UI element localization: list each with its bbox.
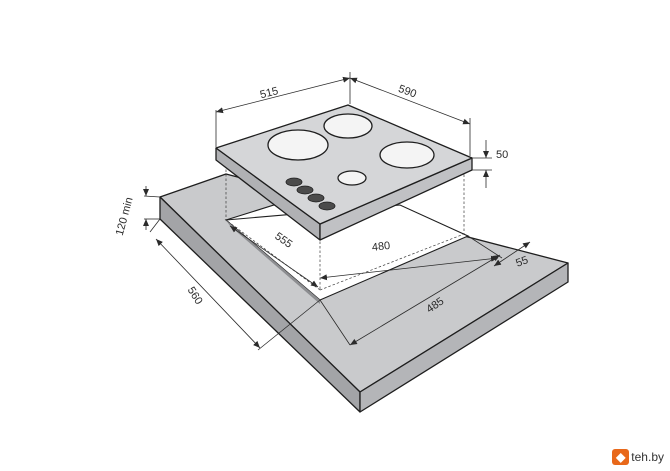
burner-front-right <box>379 141 435 169</box>
dim-clearance: 120 min <box>114 196 136 237</box>
dim-worktop-depth: 560 <box>185 285 205 307</box>
dim-cutout-width: 480 <box>371 240 391 254</box>
dimension-lines <box>143 72 531 351</box>
burner-front-small <box>337 170 367 186</box>
dim-hob-depth: 590 <box>397 83 418 101</box>
hob <box>215 104 473 241</box>
control-knob-1 <box>285 177 303 187</box>
dim-front-offset: 55 <box>514 254 530 269</box>
watermark-logo-icon: ◆ <box>612 449 630 465</box>
control-knob-3 <box>307 193 325 203</box>
watermark: ◆ teh.by <box>612 449 664 465</box>
control-knob-2 <box>296 185 314 195</box>
control-knob-4 <box>318 201 336 211</box>
watermark-brand: teh.by <box>631 450 664 464</box>
burner-rear-left <box>267 129 329 161</box>
dim-hob-height: 50 <box>496 149 508 161</box>
dim-hob-width: 515 <box>259 85 280 101</box>
burner-rear-right <box>323 113 373 139</box>
